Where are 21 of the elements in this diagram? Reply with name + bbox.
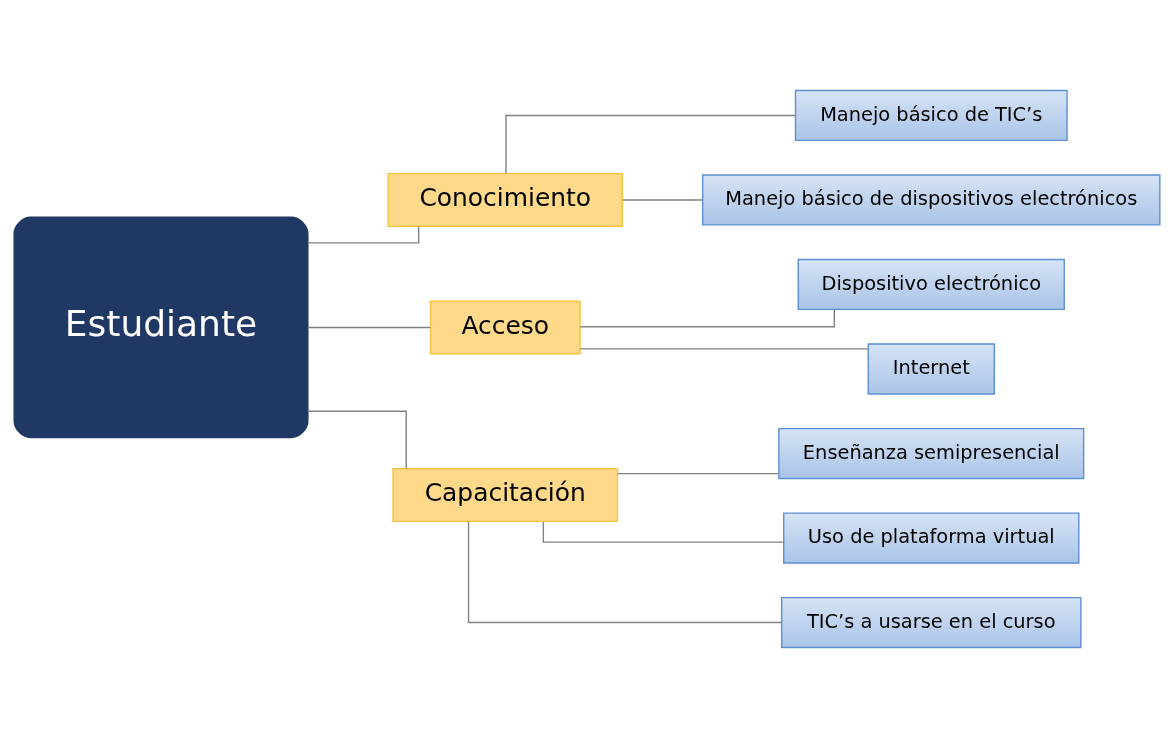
connector [467, 520, 782, 623]
node-box: TIC’s a usarse en el curso [780, 596, 1082, 648]
node-box: Estudiante [13, 216, 309, 438]
node-box: Capacitación [392, 467, 619, 522]
node-box: Acceso [429, 299, 581, 354]
connector [505, 114, 796, 174]
connector [617, 472, 780, 474]
connector [307, 326, 432, 328]
connector [622, 198, 704, 201]
node-box: Enseñanza semipresencial [778, 427, 1085, 479]
node-box: Manejo básico de dispositivos electrónicos [702, 173, 1161, 226]
connector [579, 347, 869, 350]
node-box: Uso de plataforma virtual [783, 511, 1080, 564]
node-box: Conocimiento [387, 172, 624, 227]
node-box: Internet [867, 342, 995, 395]
connector [307, 225, 420, 244]
node-box: Dispositivo electrónico [797, 258, 1065, 310]
node-box: Manejo básico de TIC’s [794, 89, 1068, 141]
connector [307, 410, 407, 469]
connector [542, 520, 785, 543]
connector [579, 308, 835, 327]
